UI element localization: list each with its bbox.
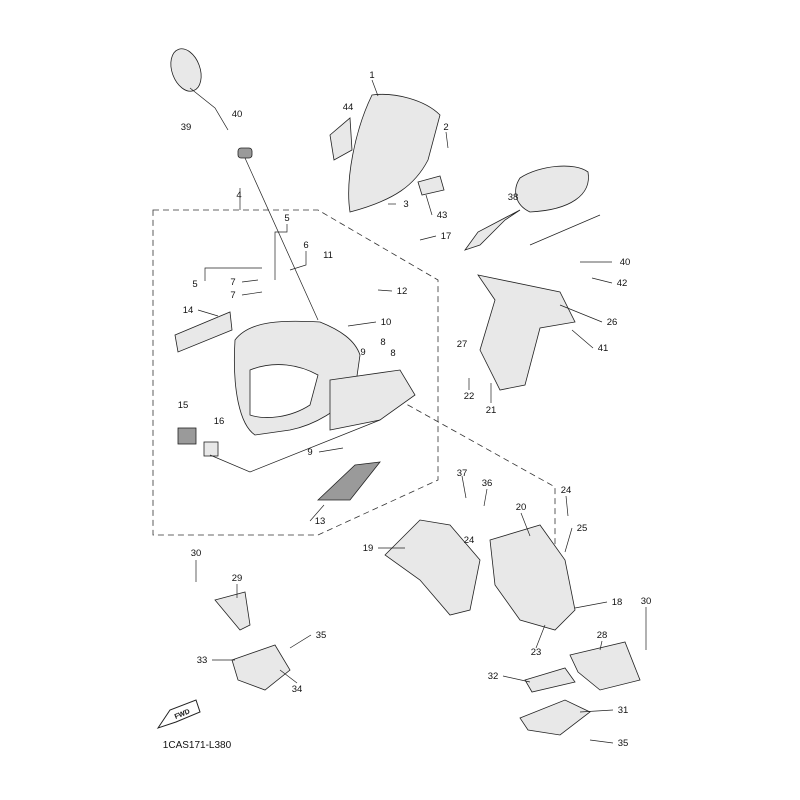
callout: 23 — [531, 647, 542, 658]
diagram-code: 1CAS171-L380 — [163, 740, 232, 751]
emblem-13 — [316, 461, 381, 501]
callout: 17 — [441, 231, 452, 242]
callout: 27 — [457, 339, 468, 350]
leader-16 — [209, 419, 381, 473]
callout: 44 — [343, 102, 354, 113]
callout: 14 — [183, 305, 194, 316]
decal-43 — [417, 175, 445, 196]
callout: 40 — [232, 109, 243, 120]
callout: 28 — [597, 630, 608, 641]
callout: 11 — [323, 250, 333, 261]
callout: 36 — [482, 478, 493, 489]
mirror-bracket-40 — [237, 147, 253, 159]
callout: 39 — [181, 122, 192, 133]
lower-cowl-19 — [384, 519, 481, 616]
cover-32 — [524, 667, 576, 693]
panel-14 — [174, 311, 233, 353]
callout: 13 — [315, 516, 326, 527]
side-panel-part — [329, 369, 416, 431]
callout: 8 — [390, 348, 395, 359]
callout: 26 — [607, 317, 618, 328]
callout: 35 — [316, 630, 327, 641]
callout: 7 — [230, 277, 235, 288]
callout: 8 — [380, 337, 385, 348]
left-mirror-part — [170, 48, 202, 92]
callout: 25 — [577, 523, 588, 534]
stay-28 — [569, 641, 641, 691]
callout: 31 — [618, 705, 629, 716]
callout: 20 — [516, 502, 527, 513]
callout: 3 — [403, 199, 408, 210]
callout: 32 — [488, 671, 499, 682]
callout: 22 — [464, 391, 475, 402]
callout: 15 — [178, 400, 189, 411]
fwd-arrow-icon: FWD — [156, 699, 201, 729]
right-mirror-stem — [463, 209, 521, 251]
stay-29 — [214, 591, 251, 631]
leader-40r — [529, 214, 601, 246]
callout: 18 — [612, 597, 623, 608]
callout: 34 — [292, 684, 303, 695]
part-15 — [177, 427, 197, 445]
callout: 42 — [617, 278, 628, 289]
callout: 9 — [360, 347, 365, 358]
callout: 2 — [443, 122, 448, 133]
callout: 5 — [192, 279, 197, 290]
callout: 5 — [284, 213, 289, 224]
callout: 10 — [381, 317, 392, 328]
right-mirror-part — [515, 165, 589, 213]
callout: 19 — [363, 543, 374, 554]
callout-labels: 1 44 2 39 40 3 43 38 4 5 5 6 7 7 11 17 1… — [178, 70, 652, 749]
callout: 6 — [303, 240, 308, 251]
headlight-opening — [249, 364, 319, 418]
callout: 41 — [598, 343, 609, 354]
callout: 16 — [214, 416, 225, 427]
callout: 33 — [197, 655, 208, 666]
decal-44 — [329, 117, 353, 161]
callout: 29 — [232, 573, 243, 584]
part-16 — [203, 441, 219, 457]
callout: 35 — [618, 738, 629, 749]
callout: 40 — [620, 257, 631, 268]
callout: 43 — [437, 210, 448, 221]
stay-bracket-26 — [477, 274, 576, 391]
cover-31 — [519, 699, 591, 736]
windscreen-part — [348, 94, 441, 213]
callout: 7 — [230, 290, 235, 301]
callout: 37 — [457, 468, 468, 479]
mirror-stem — [189, 87, 229, 131]
callout: 24 — [561, 485, 572, 496]
callout: 30 — [191, 548, 202, 559]
lower-cowl-18 — [489, 524, 576, 631]
callout: 30 — [641, 596, 652, 607]
cover-33 — [231, 644, 291, 691]
callout: 38 — [508, 192, 519, 203]
assembly-leader — [389, 394, 556, 565]
callout: 1 — [369, 70, 374, 81]
leader-lines — [195, 79, 647, 744]
callout: 21 — [486, 405, 497, 416]
callout: 24 — [464, 535, 475, 546]
callout: 4 — [236, 190, 241, 201]
leader-mirror — [244, 157, 319, 321]
callout: 12 — [397, 286, 408, 297]
assembly-boundary — [152, 209, 439, 536]
callout: 9 — [307, 447, 312, 458]
